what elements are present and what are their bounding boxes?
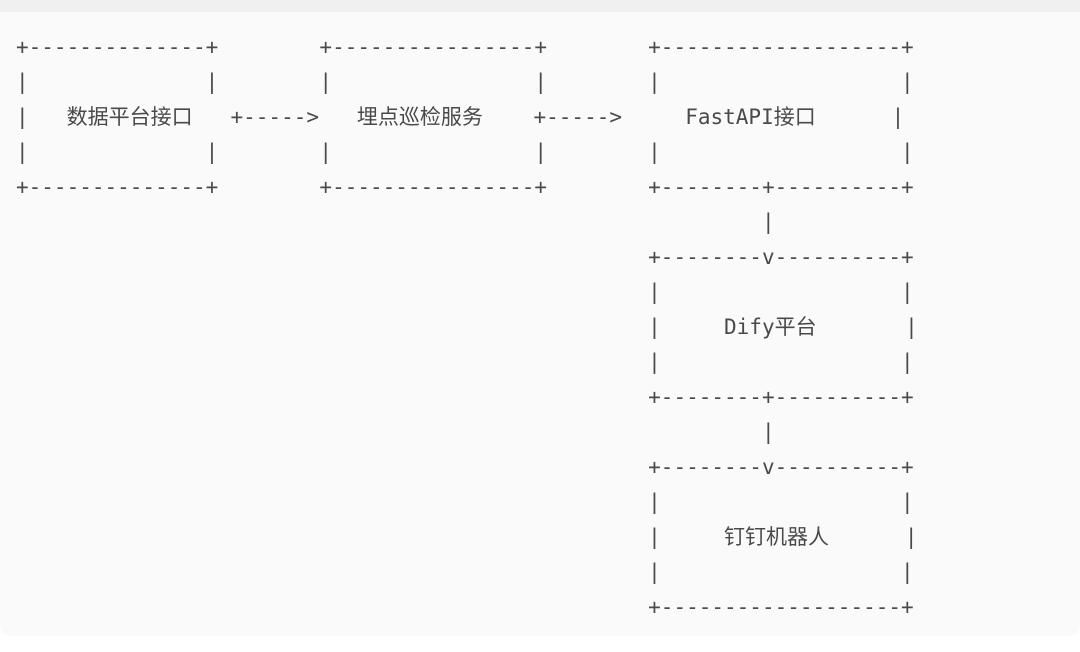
- ascii-architecture-diagram: +--------------+ +----------------+ +---…: [16, 35, 918, 619]
- code-block-header-strip: [0, 0, 1080, 12]
- code-block-panel: +--------------+ +----------------+ +---…: [0, 12, 1080, 636]
